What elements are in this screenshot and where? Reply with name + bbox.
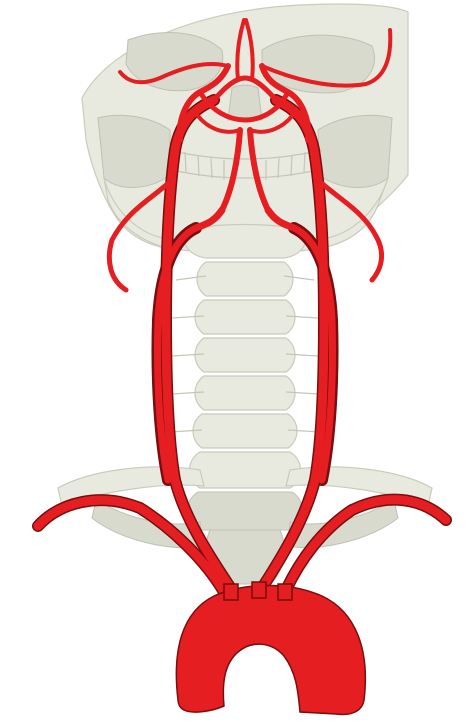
aortic-arch [176,582,365,714]
left-subclavian-stub [278,584,292,600]
nasal-cavity [228,85,262,120]
aortic-arch-body [176,586,365,715]
left-common-carotid-stub [252,582,266,598]
vertebra-t1 [188,492,303,530]
left-maxilla-shadow [98,115,170,187]
vertebra-c1 [184,225,305,259]
right-maxilla-shadow [318,115,392,187]
vertebra-c6 [193,414,297,448]
vertebra-c3 [195,300,295,334]
vertebra-c5 [195,376,295,410]
vertebra-c4 [195,338,295,372]
vertebra-c2 [197,262,293,296]
brachiocephalic-trunk-stub [224,584,238,600]
vertebra-c7 [190,452,301,488]
